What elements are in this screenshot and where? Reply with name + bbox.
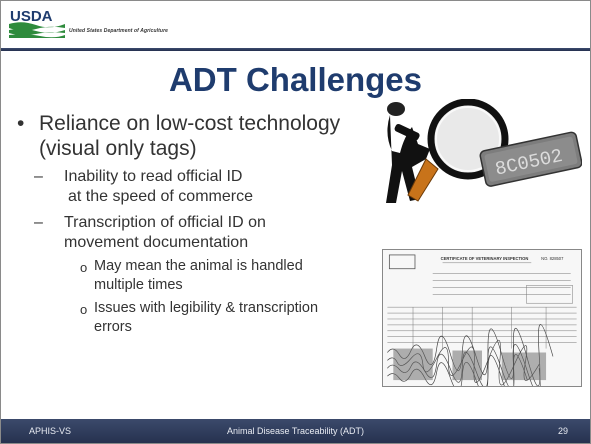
bullet-text-line: Inability to read official ID <box>64 168 243 185</box>
header-divider <box>1 48 590 51</box>
usda-logo-icon: USDA <box>9 8 65 38</box>
slide-footer: APHIS-VS Animal Disease Traceability (AD… <box>1 419 590 443</box>
dash-marker: – <box>34 214 43 231</box>
certificate-title: CERTIFICATE OF VETERINARY INSPECTION <box>441 256 529 261</box>
bullet-text-line: errors <box>94 319 132 335</box>
slide-title: ADT Challenges <box>168 61 423 98</box>
bullet-marker: • <box>17 112 25 135</box>
page-number: 29 <box>557 426 568 436</box>
circle-marker: o <box>80 302 88 317</box>
footer-center-text: Animal Disease Traceability (ADT) <box>226 426 365 436</box>
bullet-level3: o May mean the animal is handled multipl… <box>80 257 387 295</box>
bullet-text-line: Reliance on low-cost technology <box>39 112 341 135</box>
slide-body: • Reliance on low-cost technology (visua… <box>17 111 387 337</box>
bullet-level2: – Inability to read official ID at the s… <box>34 167 387 207</box>
circle-marker: o <box>80 260 88 275</box>
bullet-level3: o Issues with legibility & transcription… <box>80 299 387 337</box>
bullet-text-line: Issues with legibility & transcription <box>94 300 319 316</box>
bullet-text-line: movement documentation <box>64 234 249 251</box>
bullet-level2: – Transcription of official ID on moveme… <box>34 213 387 253</box>
bullet-text-line: Transcription of official ID on <box>64 214 266 231</box>
bullet-text-line: at the speed of commerce <box>68 188 253 205</box>
magnifier-inspector-icon: 8C0502 <box>386 99 582 203</box>
slide-header: USDA United States Department of Agricul… <box>1 1 590 51</box>
usda-logo-text: USDA <box>10 8 53 25</box>
certificate-number: NO. 828507 <box>541 256 564 261</box>
bullet-text-line: May mean the animal is handled <box>94 258 303 274</box>
veterinary-certificate-image: CERTIFICATE OF VETERINARY INSPECTION NO.… <box>382 249 582 387</box>
footer-left-text: APHIS-VS <box>29 426 72 436</box>
agency-name: United States Department of Agriculture <box>69 28 169 34</box>
dash-marker: – <box>34 168 43 185</box>
bullet-text-line: (visual only tags) <box>39 137 197 160</box>
bullet-text-line: multiple times <box>94 277 183 293</box>
bullet-level1: • Reliance on low-cost technology (visua… <box>17 111 387 161</box>
